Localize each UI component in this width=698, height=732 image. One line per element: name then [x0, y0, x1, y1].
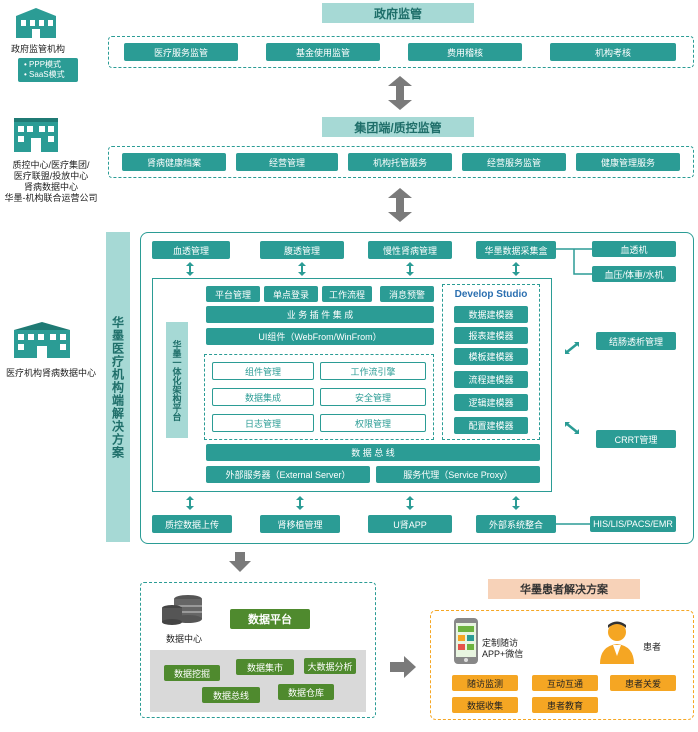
external-server[interactable]: 外部服务器（External Server）	[206, 466, 370, 483]
module-ukidney-app[interactable]: U肾APP	[368, 515, 452, 533]
small-double-arrow-icon	[186, 496, 194, 510]
mgmt-alert[interactable]: 消息预警	[380, 286, 434, 302]
core-data-integration[interactable]: 数据集成	[212, 388, 314, 406]
gov-item-medical-service[interactable]: 医疗服务监管	[124, 43, 238, 61]
core-modules-box	[204, 354, 434, 440]
studio-data-modeler[interactable]: 数据建模器	[454, 306, 528, 323]
patient-followup[interactable]: 随访监测	[452, 675, 518, 691]
group-org-lines: 质控中心/医疗集团/ 医疗联盟/投放中心 肾病数据中心 华墨-机构联合运营公司	[4, 160, 98, 203]
service-proxy[interactable]: 服务代理（Service Proxy）	[376, 466, 540, 483]
group-item-health-mgmt[interactable]: 健康管理服务	[576, 153, 680, 171]
patient-box	[430, 610, 694, 720]
gov-item-fund-usage[interactable]: 基金使用监管	[266, 43, 380, 61]
patient-education[interactable]: 患者教育	[532, 697, 598, 713]
patient-care[interactable]: 患者关爱	[610, 675, 676, 691]
small-double-arrow-icon	[406, 262, 414, 276]
gov-building-icon	[12, 6, 60, 40]
mode-ppp: • PPP模式	[24, 60, 62, 69]
patient-header: 华墨患者解决方案	[488, 579, 640, 599]
diagonal-arrow-icon	[565, 422, 579, 434]
data-platform-label[interactable]: 数据平台	[230, 609, 310, 629]
core-security[interactable]: 安全管理	[320, 388, 426, 406]
develop-studio-box	[442, 284, 540, 440]
patient-avatar-icon	[600, 621, 634, 664]
patient-label: 患者	[642, 642, 661, 652]
double-arrow-icon	[388, 188, 412, 222]
module-colon-dialysis[interactable]: 结肠透析管理	[596, 332, 676, 350]
gov-org-name: 政府监管机构	[10, 44, 65, 54]
plugin-bar[interactable]: 业 务 插 件 集 成	[206, 306, 434, 323]
studio-template-modeler[interactable]: 模板建模器	[454, 348, 528, 365]
module-external-integration[interactable]: 外部系统整合	[476, 515, 556, 533]
mgmt-sso[interactable]: 单点登录	[264, 286, 318, 302]
studio-report-modeler[interactable]: 报表建模器	[454, 327, 528, 344]
module-collection-box[interactable]: 华墨数据采集盒	[476, 241, 556, 259]
gov-item-inst-assessment[interactable]: 机构考核	[550, 43, 676, 61]
group-item-service-supervision[interactable]: 经营服务监管	[462, 153, 566, 171]
inst-building-icon	[12, 320, 72, 360]
gov-item-fee-audit[interactable]: 费用稽核	[408, 43, 522, 61]
develop-studio-title: Develop Studio	[454, 289, 528, 300]
data-mining[interactable]: 数据挖掘	[164, 665, 220, 681]
module-qc-upload[interactable]: 质控数据上传	[152, 515, 232, 533]
small-double-arrow-icon	[512, 496, 520, 510]
small-double-arrow-icon	[298, 262, 306, 276]
group-building-icon	[12, 116, 60, 154]
core-log[interactable]: 日志管理	[212, 414, 314, 432]
gov-dashed-box	[108, 36, 694, 68]
platform-title: 华墨一体化架构平台	[166, 322, 188, 438]
device-bp-weight-water[interactable]: 血压/体重/水机	[592, 266, 676, 282]
database-icon	[162, 595, 202, 625]
down-arrow-icon	[229, 552, 251, 572]
gov-header: 政府监管	[322, 3, 474, 23]
core-component-mgmt[interactable]: 组件管理	[212, 362, 314, 380]
group-item-health-record[interactable]: 肾病健康档案	[122, 153, 226, 171]
platform-inner-box	[152, 278, 552, 492]
module-transplant[interactable]: 肾移植管理	[260, 515, 340, 533]
mgmt-platform[interactable]: 平台管理	[206, 286, 260, 302]
small-double-arrow-icon	[186, 262, 194, 276]
core-permission[interactable]: 权限管理	[320, 414, 426, 432]
right-arrow-icon	[390, 656, 416, 678]
group-item-operation[interactable]: 经营管理	[236, 153, 338, 171]
app-label: 定制随访 APP+微信	[482, 638, 524, 659]
patient-interaction[interactable]: 互动互通	[532, 675, 598, 691]
small-double-arrow-icon	[296, 496, 304, 510]
data-mart[interactable]: 数据集市	[236, 659, 294, 675]
data-bus[interactable]: 数据总线	[202, 687, 260, 703]
device-connector-lines	[556, 248, 592, 275]
data-bus-bar[interactable]: 数 据 总 线	[206, 444, 540, 461]
module-ckd[interactable]: 慢性肾病管理	[368, 241, 452, 259]
external-systems[interactable]: HIS/LIS/PACS/EMR	[590, 516, 676, 532]
group-dashed-box	[108, 146, 694, 178]
core-workflow-engine[interactable]: 工作流引擎	[320, 362, 426, 380]
mgmt-workflow[interactable]: 工作流程	[322, 286, 372, 302]
data-center-label: 数据中心	[165, 634, 202, 644]
patient-data-collection[interactable]: 数据收集	[452, 697, 518, 713]
module-crrt[interactable]: CRRT管理	[596, 430, 676, 448]
external-connector-line	[556, 523, 592, 525]
module-peritoneal[interactable]: 腹透管理	[260, 241, 344, 259]
studio-config-modeler[interactable]: 配置建模器	[454, 417, 528, 434]
data-center-box	[140, 582, 376, 718]
studio-flow-modeler[interactable]: 流程建模器	[454, 371, 528, 388]
double-arrow-icon	[388, 76, 412, 110]
device-dialysis-machine[interactable]: 血透机	[592, 241, 676, 257]
mode-saas: • SaaS模式	[24, 70, 65, 79]
inst-outer-box	[140, 232, 694, 544]
big-data-analysis[interactable]: 大数据分析	[304, 658, 356, 674]
small-double-arrow-icon	[512, 262, 520, 276]
phone-app-icon	[454, 618, 478, 664]
data-warehouse[interactable]: 数据仓库	[278, 684, 334, 700]
group-item-hosting[interactable]: 机构托管服务	[348, 153, 452, 171]
gov-mode-badge: • PPP模式 • SaaS模式	[18, 58, 78, 82]
inst-side-title: 华墨医疗机构端解决方案	[106, 232, 130, 542]
small-double-arrow-icon	[406, 496, 414, 510]
module-hemodialysis[interactable]: 血透管理	[152, 241, 230, 259]
studio-logic-modeler[interactable]: 逻辑建模器	[454, 394, 528, 411]
inst-org-name: 医疗机构肾病数据中心	[5, 368, 96, 378]
group-header: 集团端/质控监管	[322, 117, 474, 137]
ui-component-bar[interactable]: UI组件（WebFrom/WinFrom）	[206, 328, 434, 345]
diagonal-arrow-icon	[565, 342, 579, 354]
